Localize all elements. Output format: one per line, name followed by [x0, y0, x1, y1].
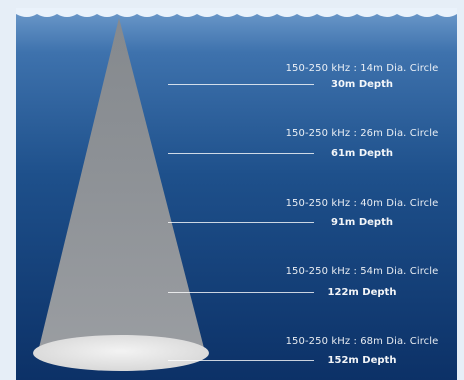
water-surface — [16, 8, 457, 17]
depth-label: 91m Depth — [331, 217, 393, 228]
depth-label: 152m Depth — [327, 355, 397, 366]
depth-marker-line — [168, 292, 314, 293]
beam-footprint-ellipse — [33, 335, 209, 371]
depth-label: 61m Depth — [331, 148, 393, 159]
beam-spec-label: 150-250 kHz : 68m Dia. Circle — [285, 336, 439, 347]
depth-marker-line — [168, 84, 314, 85]
beam-spec-label: 150-250 kHz : 26m Dia. Circle — [285, 128, 439, 139]
beam-spec-label: 150-250 kHz : 54m Dia. Circle — [285, 266, 439, 277]
sonar-beam-cone — [38, 18, 205, 352]
depth-label: 30m Depth — [331, 79, 393, 90]
beam-spec-label: 150-250 kHz : 14m Dia. Circle — [285, 63, 439, 74]
depth-marker-line — [168, 222, 314, 223]
depth-marker-line — [168, 360, 314, 361]
beam-spec-label: 150-250 kHz : 40m Dia. Circle — [285, 198, 439, 209]
depth-marker-line — [168, 153, 314, 154]
depth-label: 122m Depth — [327, 287, 397, 298]
